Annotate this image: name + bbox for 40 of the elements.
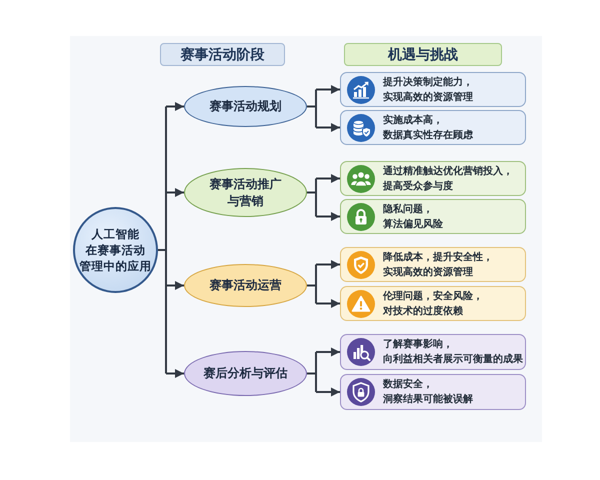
card-text: 伦理问题，安全风险，对技术的过度依赖 bbox=[383, 289, 484, 318]
card-text: 数据安全，洞察结果可能被误解 bbox=[383, 377, 474, 407]
column-header: 机遇与挑战 bbox=[344, 43, 502, 66]
card-text: 了解赛事影响，向利益相关者展示可衡量的成果 bbox=[383, 337, 524, 367]
connector-arrow bbox=[166, 281, 184, 290]
connector-arrow bbox=[316, 299, 340, 308]
challenge-card bbox=[340, 161, 526, 196]
challenge-card bbox=[340, 110, 526, 145]
connector-arrow bbox=[166, 369, 184, 378]
connector-arrow bbox=[306, 351, 317, 393]
connector-arrow bbox=[316, 212, 340, 221]
card-text: 降低成本，提升安全性，实现高效的资源管理 bbox=[383, 250, 494, 280]
challenge-card bbox=[340, 72, 526, 107]
challenge-card bbox=[340, 334, 526, 370]
connector-arrow bbox=[306, 264, 317, 304]
challenge-card bbox=[340, 286, 526, 321]
column-header: 赛事活动阶段 bbox=[160, 43, 285, 66]
root-label: 人工智能在赛事活动管理中的应用 bbox=[78, 226, 152, 274]
connector-arrow bbox=[306, 88, 317, 128]
connector-arrow bbox=[166, 102, 184, 111]
connector-arrow bbox=[316, 174, 340, 183]
connector-arrow bbox=[306, 178, 317, 218]
connector-arrow bbox=[316, 388, 340, 396]
card-text: 提升决策制定能力，实现高效的资源管理 bbox=[383, 75, 474, 104]
connector-arrow bbox=[316, 85, 340, 94]
phase-label: 赛事活动运营 bbox=[210, 277, 282, 294]
phase-label: 赛事活动推广与营销 bbox=[208, 176, 282, 210]
phase-label: 赛事活动规划 bbox=[210, 98, 282, 115]
connector-arrow bbox=[157, 106, 167, 374]
connector-arrow bbox=[316, 123, 340, 132]
challenge-card bbox=[340, 199, 526, 234]
challenge-card bbox=[340, 374, 526, 410]
card-text: 隐私问题，算法偏见风险 bbox=[383, 202, 444, 232]
connector-arrow bbox=[316, 260, 340, 269]
phase-label: 赛后分析与评估 bbox=[204, 365, 288, 382]
connector-arrow bbox=[316, 348, 340, 356]
connector-arrow bbox=[166, 188, 184, 197]
card-text: 实施成本高，数据真实性存在顾虑 bbox=[383, 113, 474, 142]
challenge-card bbox=[340, 247, 526, 282]
card-text: 通过精准触达优化营销投入，提高受众参与度 bbox=[383, 164, 514, 194]
